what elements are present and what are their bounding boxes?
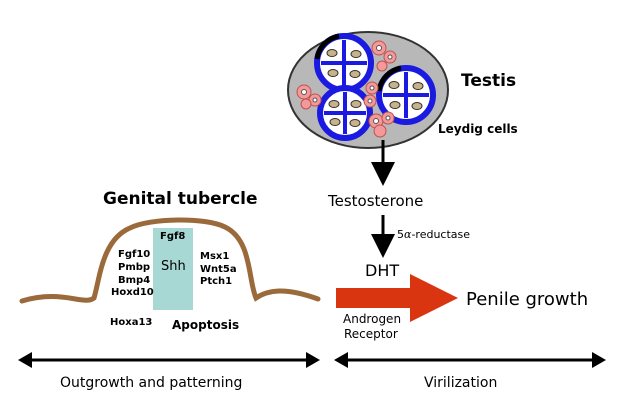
left-gene-hoxd10: Hoxd10: [111, 287, 154, 298]
testis-label: Testis: [461, 71, 516, 91]
left-gene-fgf10: Fgf10: [118, 249, 150, 260]
seminiferous-tubule: [376, 65, 436, 125]
testis-illustration: [287, 31, 449, 149]
apoptosis-label: Apoptosis: [172, 318, 239, 332]
virilization-phase-label: Virilization: [424, 375, 497, 391]
dht-label: DHT: [365, 261, 399, 280]
hoxa13-label: Hoxa13: [110, 317, 152, 328]
outgrowth-double-arrow: [18, 352, 320, 368]
virilization-double-arrow: [334, 352, 606, 368]
right-gene-msx1: Msx1: [200, 251, 229, 262]
left-gene-bmp4: Bmp4: [118, 275, 150, 286]
leydig-cell-cluster: [296, 40, 397, 138]
shh-label: Shh: [161, 259, 186, 274]
androgen-receptor-label: Androgen: [343, 312, 401, 326]
tubercle-outline: [19, 217, 321, 304]
seminiferous-tubule: [317, 85, 373, 141]
left-gene-pmbp: Pmbp: [118, 262, 150, 273]
virilization-arrow: [336, 274, 458, 322]
right-gene-ptch1: Ptch1: [200, 276, 232, 287]
seminiferous-tubule: [314, 33, 374, 93]
shh-expression-zone: [153, 228, 193, 310]
leydig-cells-label: Leydig cells: [438, 122, 518, 136]
androgen-receptor-label-2: Receptor: [344, 327, 398, 341]
enzyme-label: 5α-reductase: [397, 228, 470, 241]
outgrowth-phase-label: Outgrowth and patterning: [60, 375, 242, 391]
leydig-cell-nuclei: [301, 45, 393, 124]
genital-tubercle-title: Genital tubercle: [103, 189, 258, 209]
testosterone-label: Testosterone: [327, 192, 423, 210]
fgf8-label: Fgf8: [160, 231, 185, 242]
penile-growth-label: Penile growth: [466, 289, 588, 310]
right-gene-wnt5a: Wnt5a: [200, 264, 237, 275]
